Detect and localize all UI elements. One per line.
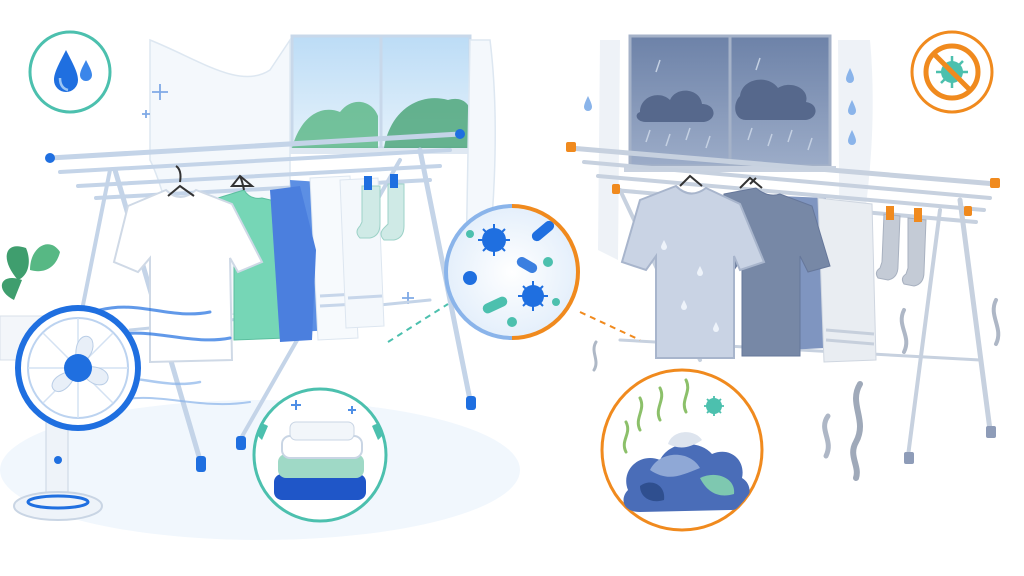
right-socks	[875, 206, 927, 287]
right-window-rain	[624, 34, 836, 172]
left-panel-ventilated	[0, 30, 520, 540]
water-drops-icon	[28, 30, 112, 114]
left-socks	[356, 174, 405, 241]
right-panel-damp	[566, 30, 1001, 532]
sparkle-icon	[142, 84, 414, 304]
folded-fresh-laundry-icon	[252, 387, 388, 523]
no-germs-icon	[910, 30, 994, 114]
drip-drops-icon	[584, 68, 856, 145]
blue-shirt	[270, 186, 316, 342]
smelly-laundry-pile-icon	[600, 368, 764, 532]
electric-fan-icon	[13, 305, 141, 521]
damp-light-tshirt	[620, 174, 766, 359]
bacteria-magnified-icon	[444, 204, 580, 340]
damp-haze-lines	[592, 298, 1001, 481]
